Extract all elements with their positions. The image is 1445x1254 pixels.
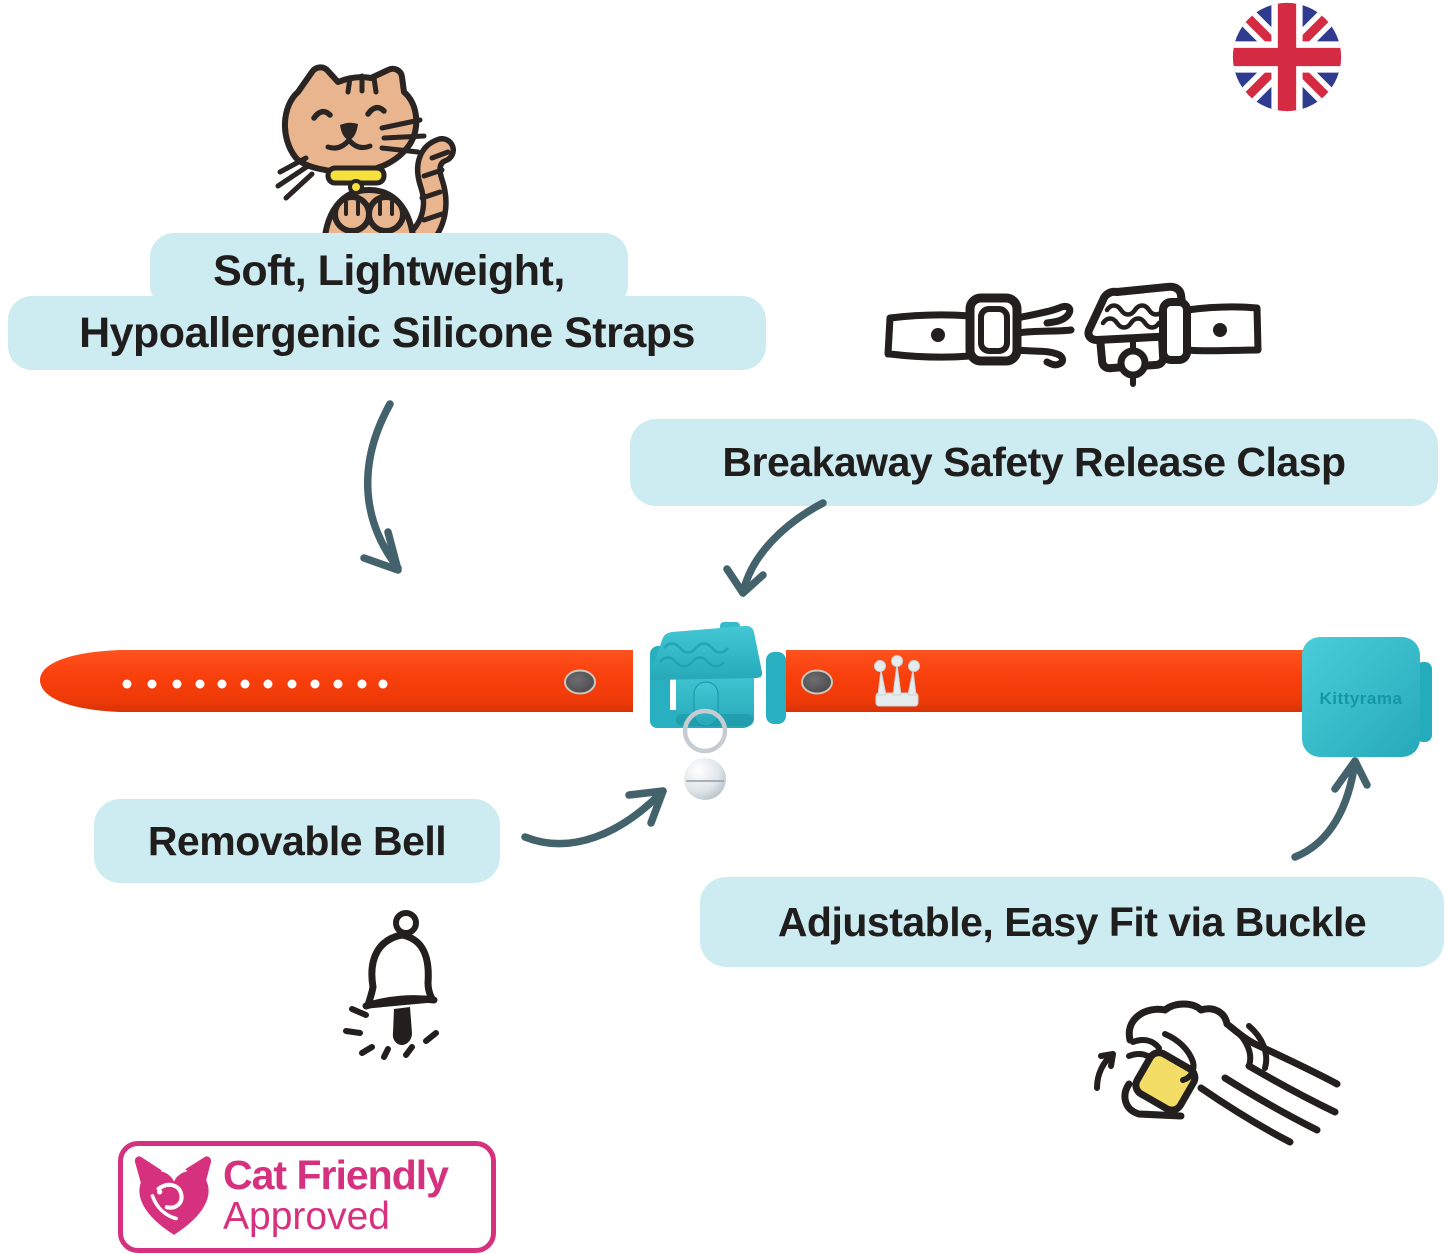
cat-head bbox=[275, 64, 427, 201]
collar-product: Kittyrama bbox=[40, 622, 1432, 800]
arrow-to-buckle-icon bbox=[1291, 757, 1371, 861]
bell-ring bbox=[682, 708, 728, 754]
cat-friendly-heart-logo-icon bbox=[134, 1156, 212, 1235]
feature-label-buckle: Adjustable, Easy Fit via Buckle bbox=[700, 877, 1444, 967]
clasp-tongue bbox=[693, 681, 719, 727]
cat-friendly-approved-badge: Cat Friendly Approved bbox=[118, 1141, 496, 1253]
bell-pendant bbox=[684, 758, 726, 800]
cat-tail bbox=[403, 136, 456, 252]
arrow-to-clasp-icon bbox=[723, 499, 827, 597]
breakaway-clasp bbox=[649, 622, 786, 800]
arrow-to-bell-icon bbox=[521, 787, 667, 848]
cat-paws bbox=[332, 194, 406, 234]
kittyrama-buckle: Kittyrama bbox=[1302, 637, 1432, 757]
collar-strap-right bbox=[786, 650, 1312, 712]
arrow-to-strap-icon bbox=[360, 400, 402, 574]
breakaway-clasp-sketch-icon bbox=[884, 282, 1262, 387]
clasp-roof bbox=[649, 625, 763, 680]
happy-cat-icon bbox=[275, 64, 456, 252]
brand-embossed-text: Kittyrama bbox=[1320, 689, 1403, 708]
feature-label-clasp: Breakaway Safety Release Clasp bbox=[630, 419, 1438, 506]
bell-sketch-icon bbox=[343, 910, 439, 1060]
adjustment-holes bbox=[122, 679, 388, 689]
stud-left bbox=[564, 669, 596, 695]
uk-flag-icon bbox=[1232, 2, 1342, 112]
badge-text: Cat Friendly Approved bbox=[223, 1152, 449, 1238]
feature-label-bell: Removable Bell bbox=[94, 799, 500, 883]
stud-right bbox=[801, 669, 833, 695]
hand-buckle-sketch-icon bbox=[1094, 1000, 1341, 1146]
collar-strap-left bbox=[40, 650, 633, 712]
badge-line1: Cat Friendly bbox=[223, 1152, 449, 1198]
crown-charm bbox=[874, 655, 920, 707]
feature-label-strap-line2: Hypoallergenic Silicone Straps bbox=[8, 296, 766, 370]
cat-yellow-collar bbox=[325, 165, 387, 195]
badge-line2: Approved bbox=[223, 1194, 390, 1238]
